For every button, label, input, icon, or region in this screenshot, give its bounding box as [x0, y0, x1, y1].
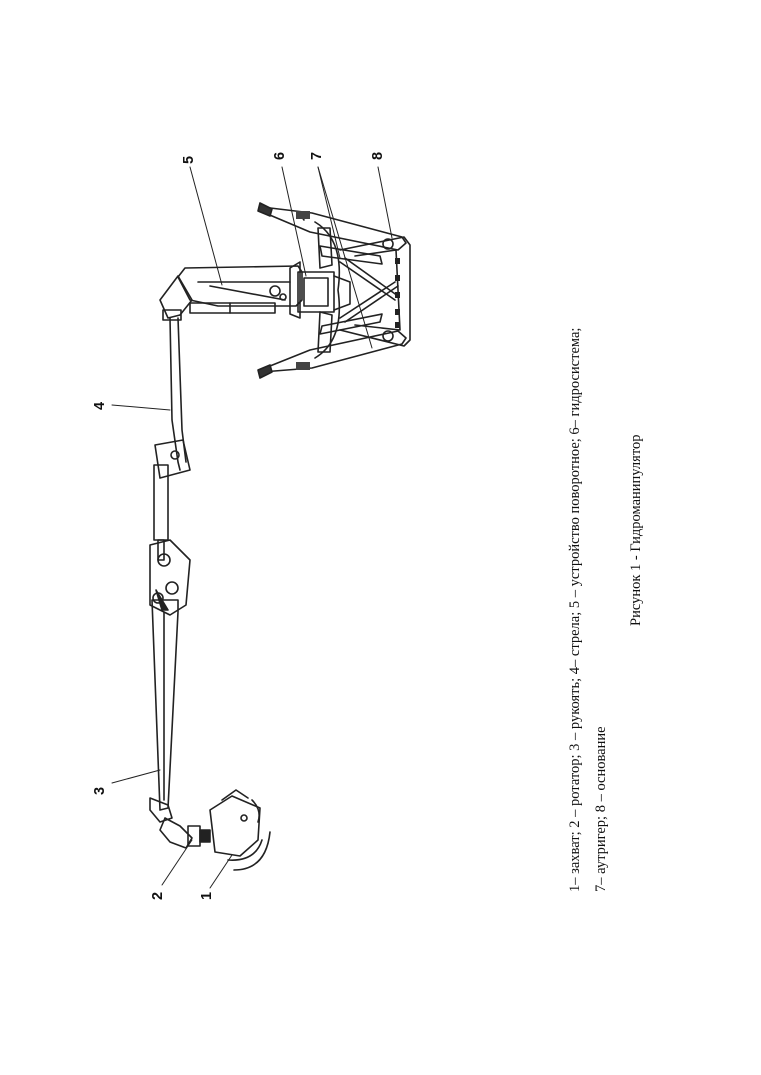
stick: [149, 599, 179, 823]
boom: [153, 275, 193, 561]
grapple: [209, 789, 271, 871]
column: [177, 265, 303, 314]
rotator: [159, 817, 211, 849]
callout-3: 3: [92, 786, 108, 795]
leader-lines: [111, 166, 393, 889]
legend-line-1: 1– захват; 2 – ротатор; 3 – рукоять; 4– …: [567, 327, 583, 892]
slewing-device: [289, 261, 351, 319]
callout-1: 1: [199, 891, 215, 900]
knuckle-joint: [149, 539, 191, 616]
figure-caption: Рисунок 1 - Гидроманипулятор: [628, 434, 644, 626]
legend-line-2: 7– аутригер; 8 – основание: [593, 726, 609, 892]
callout-6: 6: [272, 151, 288, 160]
callout-4: 4: [92, 401, 108, 410]
callout-7: 7: [309, 151, 325, 160]
callout-2: 2: [150, 891, 166, 900]
callout-8: 8: [370, 151, 386, 160]
callout-5: 5: [181, 155, 197, 164]
base-assembly: [257, 202, 411, 379]
